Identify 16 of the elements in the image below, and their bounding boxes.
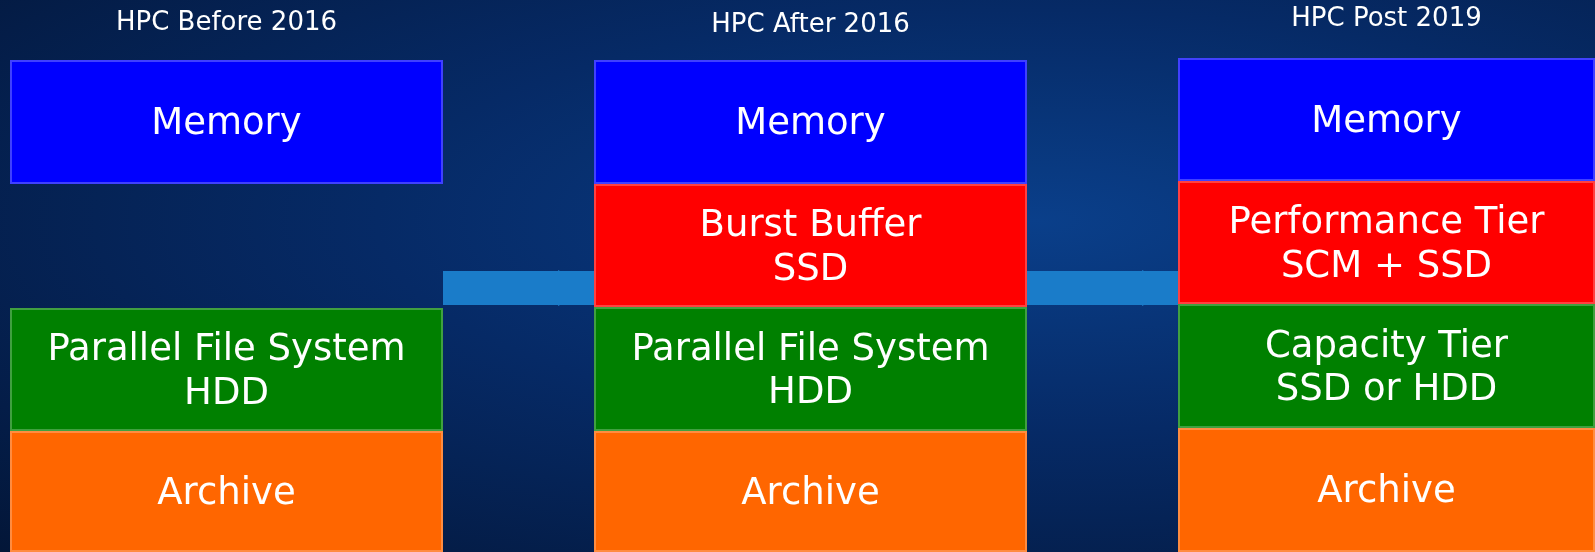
storage-tier-block: Memory: [10, 60, 443, 184]
storage-tier-block: Archive: [594, 431, 1027, 552]
storage-tier-block: Memory: [1178, 58, 1595, 181]
storage-tier-block: Parallel File System HDD: [594, 307, 1027, 431]
storage-tier-block: Burst Buffer SSD: [594, 184, 1027, 307]
storage-tier-block: Parallel File System HDD: [10, 308, 443, 431]
storage-tier-block: Memory: [594, 60, 1027, 184]
storage-tier-block: Archive: [10, 431, 443, 552]
block-arrow: [443, 270, 594, 306]
column-heading: HPC After 2016: [710, 8, 911, 38]
column-heading: HPC Before 2016: [114, 6, 339, 36]
storage-tier-block: Performance Tier SCM + SSD: [1178, 181, 1595, 304]
storage-tier-block: Capacity Tier SSD or HDD: [1178, 304, 1595, 428]
storage-tier-block: Archive: [1178, 428, 1595, 552]
block-arrow: [1027, 270, 1178, 306]
column-heading: HPC Post 2019: [1290, 2, 1483, 32]
